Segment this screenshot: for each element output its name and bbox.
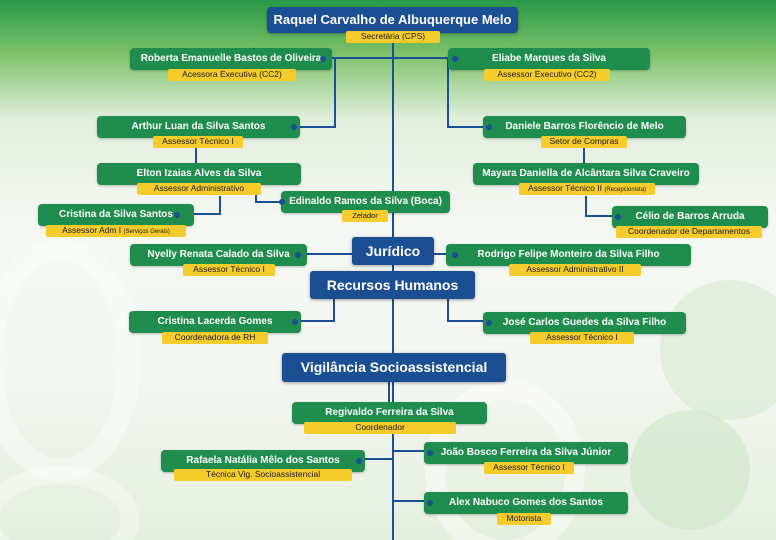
person-alex-name: Alex Nabuco Gomes dos Santos [449,497,603,508]
person-cristina-santos-name: Cristina da Silva Santos [59,209,173,220]
person-nyelly: Nyelly Renata Calado da Silva [130,244,307,266]
person-roberta: Roberta Emanuelle Bastos de Oliveira [130,48,332,70]
person-nyelly-role: Assessor Técnico I [183,264,275,276]
person-mayara-role-note: (Recepcionista) [604,187,647,193]
person-nyelly-name: Nyelly Renata Calado da Silva [147,249,290,260]
head-name: Raquel Carvalho de Albuquerque Melo [273,12,512,27]
person-cristina-lacerda-name: Cristina Lacerda Gomes [157,316,273,327]
person-elton-role: Assessor Administrativo [137,183,261,195]
person-roberta-name: Roberta Emanuelle Bastos de Oliveira [140,53,322,64]
person-cristina-santos-role: Assessor Adm I [62,225,122,235]
person-regivaldo: Regivaldo Ferreira da Silva [292,402,487,424]
person-rafaela-name: Rafaela Natália Mêlo dos Santos [186,455,340,466]
person-roberta-role: Acessora Executiva (CC2) [168,69,296,81]
person-jose: José Carlos Guedes da Silva Filho [483,312,686,334]
person-celio-role: Coordenador de Departamentos [616,226,762,238]
person-edinaldo: Edinaldo Ramos da Silva (Boca) [279,191,450,213]
person-cristina-lacerda-role: Coordenadora de RH [162,332,268,344]
person-daniele-role: Setor de Compras [541,136,627,148]
person-regivaldo-role: Coordenador [304,422,456,434]
person-edinaldo-role: Zelador [342,210,388,222]
connector-dot-icon [292,319,298,325]
person-edinaldo-name: Edinaldo Ramos da Silva (Boca) [289,196,442,207]
person-mayara-role: Assessor Técnico II [527,183,602,193]
person-rodrigo-role: Assessor Administrativo II [509,264,641,276]
head-role: Secretária (CPS) [346,31,440,43]
person-mayara: Mayara Daniella de Alcântara Silva Crave… [473,163,699,185]
department-juridico: Jurídico [352,237,434,265]
person-jose-name: José Carlos Guedes da Silva Filho [502,317,667,328]
person-rodrigo-name: Rodrigo Felipe Monteiro da Silva Filho [477,249,660,260]
connector-dot-icon [615,214,621,220]
connector-dot-icon [427,500,433,506]
person-cristina-lacerda: Cristina Lacerda Gomes [129,311,301,333]
person-elton: Elton Izaias Alves da Silva [97,163,301,185]
person-eliabe-role: Assessor Executivo (CC2) [484,69,610,81]
connector-dot-icon [427,450,433,456]
connector-dot-icon [295,252,301,258]
person-joao-role: Assessor Técnico I [484,462,574,474]
person-arthur-role: Assessor Técnico I [153,136,243,148]
person-joao: João Bosco Ferreira da Silva Júnior [424,442,628,464]
person-rafaela: Rafaela Natália Mêlo dos Santos [161,450,365,472]
department-rh: Recursos Humanos [310,271,475,299]
connector-dot-icon [291,124,297,130]
person-daniele-name: Daniele Barros Florêncio de Melo [505,121,664,132]
person-daniele: Daniele Barros Florêncio de Melo [483,116,686,138]
person-arthur: Arthur Luan da Silva Santos [97,116,300,138]
person-regivaldo-name: Regivaldo Ferreira da Silva [325,407,454,418]
department-vigilancia: Vigilância Socioassistencial [282,353,506,382]
connector-dot-icon [452,252,458,258]
person-rodrigo: Rodrigo Felipe Monteiro da Silva Filho [446,244,691,266]
person-alex-role: Motorista [497,513,551,525]
person-mayara-name: Mayara Daniella de Alcântara Silva Crave… [482,168,690,179]
connector-dot-icon [486,124,492,130]
person-cristina-santos: Cristina da Silva Santos [38,204,194,226]
connector-dot-icon [486,320,492,326]
connector-dot-icon [356,458,362,464]
connector-dot-icon [279,199,285,205]
person-joao-name: João Bosco Ferreira da Silva Júnior [440,447,612,458]
person-jose-role: Assessor Técnico I [530,332,634,344]
head-name-box: Raquel Carvalho de Albuquerque Melo [267,7,518,33]
person-rafaela-role: Técnica Vig. Socioassistencial [174,469,352,481]
person-alex: Alex Nabuco Gomes dos Santos [424,492,628,514]
person-eliabe-name: Eliabe Marques da Silva [492,53,606,64]
person-celio: Célio de Barros Arruda [612,206,768,228]
person-cristina-santos-role-note: (Serviços Gerais) [123,229,170,235]
person-mayara-role-tag: Assessor Técnico II (Recepcionista) [519,183,655,195]
person-elton-name: Elton Izaias Alves da Silva [136,168,262,179]
connector-dot-icon [452,56,458,62]
person-celio-name: Célio de Barros Arruda [635,211,745,222]
person-arthur-name: Arthur Luan da Silva Santos [131,121,266,132]
connector-dot-icon [174,212,180,218]
connector-dot-icon [320,56,326,62]
person-cristina-santos-role-tag: Assessor Adm I (Serviços Gerais) [46,225,186,237]
person-eliabe: Eliabe Marques da Silva [448,48,650,70]
